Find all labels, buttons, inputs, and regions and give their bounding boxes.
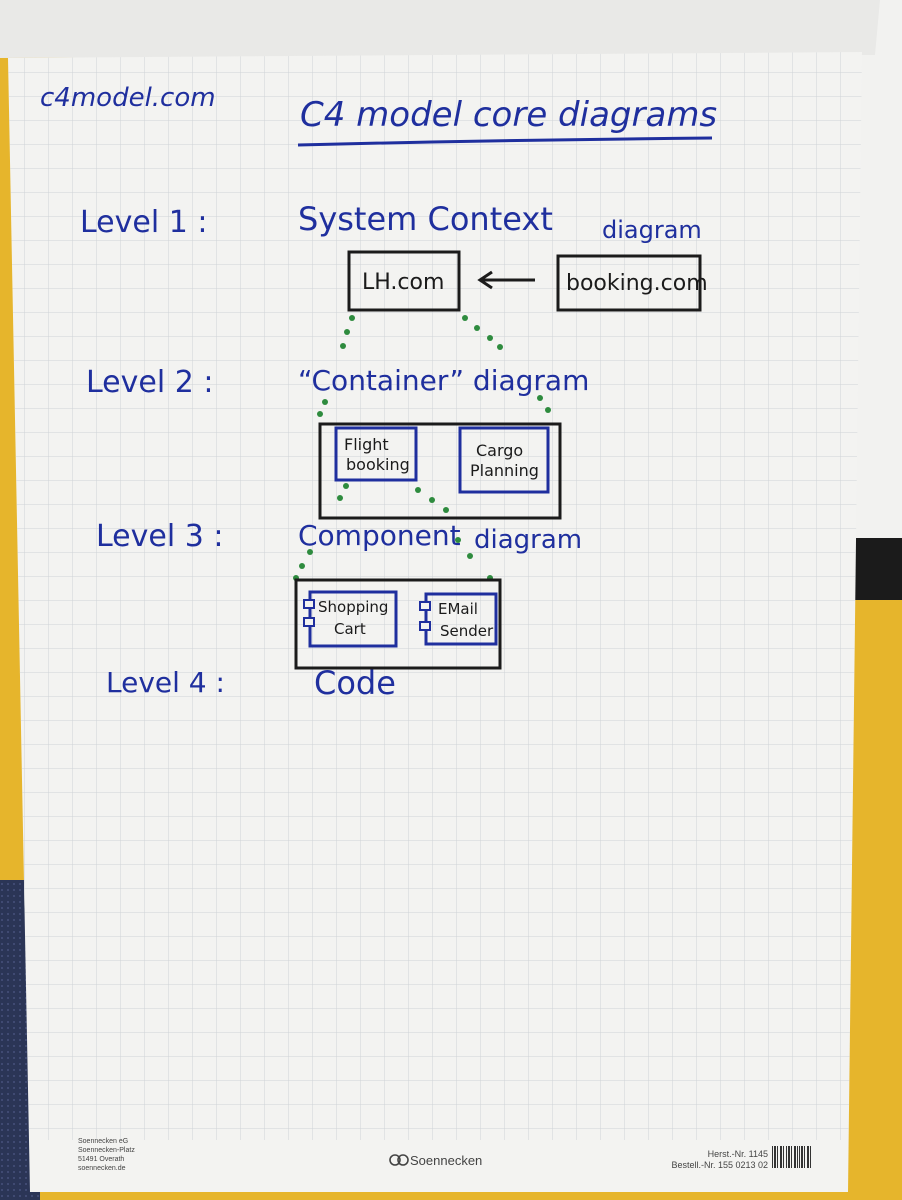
arrow-external-to-system <box>477 270 535 290</box>
level-3-suffix: diagram <box>474 525 582 555</box>
footer-bestell: Bestell.-Nr. 155 0213 02 <box>671 1160 768 1170</box>
level-3-name: Component <box>298 519 461 552</box>
component-email-sender <box>424 592 498 646</box>
component-2-port-2 <box>419 621 431 631</box>
system-box <box>347 250 461 312</box>
component-2-line-1: EMail <box>438 600 478 618</box>
container-cargo-planning <box>458 426 550 494</box>
level-2-name: “Container” diagram <box>298 364 589 397</box>
footer-address-4: soennecken.de <box>78 1165 126 1172</box>
container-boundary <box>318 422 562 520</box>
zoom-dots-1 <box>317 315 551 417</box>
component-1-port-1 <box>303 599 315 609</box>
footer: Soennecken eG Soennecken-Platz 51491 Ove… <box>78 1138 811 1172</box>
footer-brand: Soennecken <box>410 1153 482 1168</box>
title-underline <box>297 136 713 147</box>
page-title: C4 model core diagrams <box>300 95 717 135</box>
footer-address-3: 51491 Overath <box>78 1156 124 1163</box>
level-1-label: Level 1 : <box>80 205 207 240</box>
container-1-line-2: booking <box>346 455 410 474</box>
external-box-label: booking.com <box>566 271 708 296</box>
component-boundary <box>294 578 502 670</box>
level-1-suffix: diagram <box>602 216 702 244</box>
level-4-name: Code <box>314 664 396 702</box>
level-4-label: Level 4 : <box>106 666 225 699</box>
grid-lines <box>8 52 862 1140</box>
component-1-line-2: Cart <box>334 620 366 638</box>
site-label: c4model.com <box>40 83 216 113</box>
container-1-line-1: Flight <box>344 435 389 454</box>
soennecken-logo-icon <box>389 1154 409 1166</box>
footer-address-2: Soennecken-Platz <box>78 1147 135 1154</box>
component-1-line-1: Shopping <box>318 598 388 616</box>
footer-address-1: Soennecken eG <box>78 1138 128 1145</box>
external-box <box>556 254 702 312</box>
component-2-port-1 <box>419 601 431 611</box>
component-1-port-2 <box>303 617 315 627</box>
component-2-line-2: Sender <box>440 622 494 640</box>
barcode-icon <box>772 1146 811 1168</box>
container-flight-booking <box>334 426 418 482</box>
container-2-line-1: Cargo <box>476 441 523 460</box>
system-box-label: LH.com <box>362 270 444 295</box>
footer-herst: Herst.-Nr. 1145 <box>708 1149 768 1159</box>
container-2-line-2: Planning <box>470 461 539 480</box>
level-1-name: System Context <box>298 200 553 238</box>
level-2-label: Level 2 : <box>86 365 213 400</box>
flipchart-top-sheets <box>0 0 880 58</box>
whiteboard-frame <box>850 538 902 600</box>
level-3-label: Level 3 : <box>96 519 223 554</box>
